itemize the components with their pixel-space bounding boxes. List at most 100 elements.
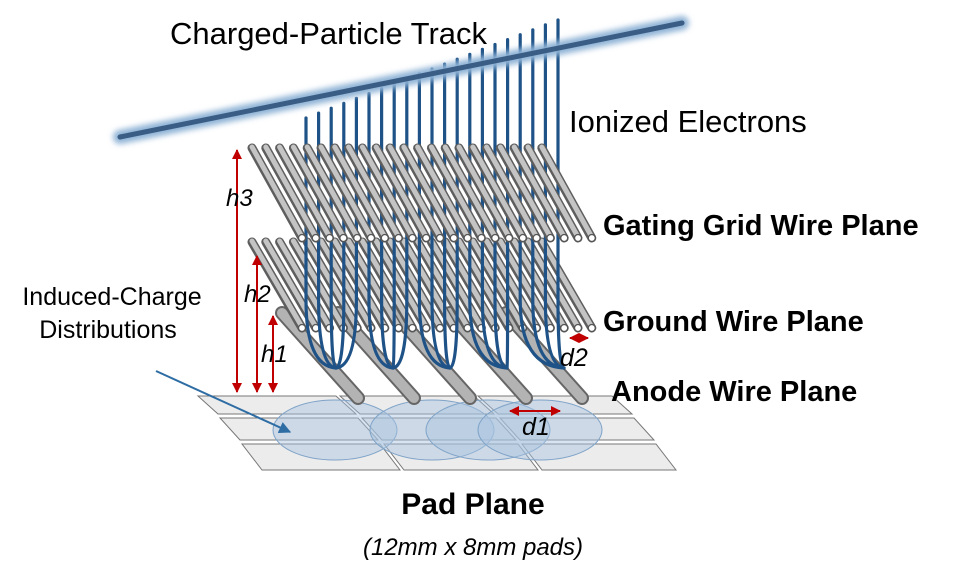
gating-wire-highlight xyxy=(373,144,429,240)
electron-path xyxy=(543,23,566,370)
electron-path xyxy=(480,47,509,370)
pad xyxy=(218,417,380,441)
gating-wire-end xyxy=(587,233,596,243)
ionized-electron-paths xyxy=(304,18,566,370)
ground-wire-highlight xyxy=(359,238,415,330)
track-label: Charged-Particle Track xyxy=(170,16,488,51)
gating-wire-highlight xyxy=(428,144,484,240)
charge-cloud xyxy=(369,399,495,461)
pad-size-label: (12mm x 8mm pads) xyxy=(362,534,584,561)
gating-wire-end xyxy=(297,233,307,243)
charge-cloud xyxy=(272,399,398,461)
gating-wire-end xyxy=(477,233,486,243)
anode-plane-label: Anode Wire Plane xyxy=(611,376,858,408)
gating-wire-highlight xyxy=(456,144,512,240)
gating-wire-highlight xyxy=(346,144,402,240)
gating-wire-end xyxy=(311,233,320,243)
gating-wire-highlight xyxy=(263,144,319,240)
gating-grid-label: Gating Grid Wire Plane xyxy=(603,210,919,242)
electron-path xyxy=(448,57,459,370)
gating-wire-end xyxy=(380,233,389,243)
ground-wire-end xyxy=(573,323,583,333)
electron-path xyxy=(493,42,509,370)
ground-wire-end xyxy=(422,323,431,333)
induced-charge-label-line2: Distributions xyxy=(39,316,177,344)
d1-label: d1 xyxy=(522,413,550,441)
gating-wire-end xyxy=(435,233,445,243)
gating-wire-end xyxy=(504,233,514,243)
electrons-label: Ionized Electrons xyxy=(569,104,807,139)
electron-path xyxy=(334,96,358,370)
gating-wire-end xyxy=(366,233,376,243)
gating-wire-end xyxy=(573,233,583,243)
d2-label: d2 xyxy=(560,344,588,372)
ground-wire-highlight xyxy=(318,238,374,330)
gating-wire-end xyxy=(394,233,403,243)
ground-wire-end xyxy=(435,323,445,333)
pad xyxy=(520,443,678,471)
gating-wire-highlight xyxy=(470,144,526,240)
gating-wire-highlight xyxy=(497,144,553,240)
anode-wire xyxy=(277,308,363,403)
gating-wire-highlight xyxy=(290,144,346,240)
ground-wire-plane xyxy=(247,237,597,333)
ground-wire-end xyxy=(560,323,569,333)
gating-wire-highlight xyxy=(304,144,360,240)
ground-wire-end xyxy=(394,323,403,333)
ground-wire-highlight xyxy=(373,238,429,330)
charged-particle-track xyxy=(113,16,689,144)
ground-wire-end xyxy=(297,323,307,333)
dimension-markers xyxy=(232,149,589,416)
ground-wire-highlight xyxy=(525,238,581,330)
pad xyxy=(196,395,358,415)
gating-wire-end xyxy=(463,233,472,243)
gating-wire-end xyxy=(422,233,431,243)
gating-wire-highlight xyxy=(277,144,333,240)
electron-path xyxy=(443,62,452,370)
pad-plane-label: Pad Plane xyxy=(401,488,545,521)
gating-wire-end xyxy=(560,233,569,243)
gating-wire-end xyxy=(491,233,500,243)
gating-wire-highlight xyxy=(249,144,305,240)
gating-wire-highlight xyxy=(539,144,595,240)
induced-charge-clouds xyxy=(272,399,603,461)
h2-label: h2 xyxy=(244,281,271,308)
gating-wire-end xyxy=(339,233,348,243)
gating-wire-highlight xyxy=(484,144,540,240)
electron-path xyxy=(380,87,395,370)
gating-wire-highlight xyxy=(415,144,471,240)
pad xyxy=(338,395,496,415)
ground-wire-end xyxy=(408,323,417,333)
gating-wire-highlight xyxy=(318,144,374,240)
gating-wire-end xyxy=(449,233,458,243)
electron-path xyxy=(304,116,338,370)
ground-wire-highlight xyxy=(539,238,595,330)
pad xyxy=(360,417,518,441)
ground-wire-end xyxy=(587,323,596,333)
gating-wire-highlight xyxy=(332,144,388,240)
pad-plane xyxy=(196,395,678,471)
gating-wire-end xyxy=(408,233,417,243)
electron-path xyxy=(505,38,510,370)
ground-plane-label: Ground Wire Plane xyxy=(603,306,864,338)
h1-label: h1 xyxy=(261,341,288,368)
gating-wire-end xyxy=(353,233,362,243)
gating-wire-highlight xyxy=(511,144,567,240)
gating-wire-highlight xyxy=(387,144,443,240)
gating-wire-highlight xyxy=(525,144,581,240)
gating-wire-highlight xyxy=(442,144,498,240)
electron-path xyxy=(556,18,566,370)
electron-path xyxy=(391,77,409,370)
track-line xyxy=(117,20,685,140)
gating-wire-end xyxy=(325,233,334,243)
induced-charge-label-line1: Induced-Charge xyxy=(22,283,202,311)
gating-grid-wire-plane xyxy=(247,143,597,243)
induced-charge-pointer xyxy=(155,370,292,433)
electron-path xyxy=(430,67,452,370)
gating-wire-end xyxy=(518,233,527,243)
h3-label: h3 xyxy=(226,185,253,212)
gating-wire-end xyxy=(532,233,541,243)
pad xyxy=(240,443,402,471)
